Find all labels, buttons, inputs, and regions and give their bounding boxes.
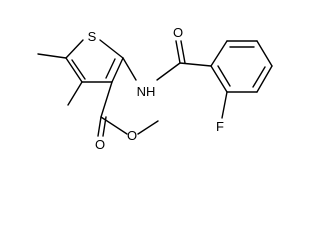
structure-canvas: S O NH O O F [37, 25, 273, 152]
methyl-bond-c4 [67, 81, 83, 106]
bond-c3-ester-carbon [100, 81, 113, 118]
bond-ar6-fluorine [221, 91, 228, 119]
methyl-ester [97, 81, 159, 137]
amide-linker [122, 40, 212, 81]
bond-c5-c4 [65, 57, 83, 83]
bond-amide-co-double-b [180, 40, 186, 64]
bond-c3-c2-double [105, 58, 116, 79]
bond-o-methyl [137, 120, 159, 135]
bond-c2-n [122, 57, 137, 81]
ester-carbonyl-oxygen-label: O [95, 137, 105, 152]
sulfur-label: S [88, 29, 97, 44]
bond-ar1-ar2 [210, 40, 228, 67]
bond-s-c5 [65, 39, 84, 59]
ester-ether-oxygen-label: O [127, 128, 137, 143]
molecule-drawing: S O NH O O F [37, 25, 273, 152]
thiophene-ring [65, 39, 124, 83]
bond-ester-c-o [100, 116, 128, 135]
bond-ar4-ar5 [256, 65, 273, 93]
bond-n-carbonyl [156, 62, 181, 81]
methyl-bond-c5 [37, 53, 67, 59]
benzene-ring [210, 40, 273, 93]
fluorine-label: F [216, 119, 224, 134]
bond-ar3-ar4 [256, 40, 273, 67]
bond-c5-c4-double [71, 59, 86, 80]
bond-carbonyl-aryl [179, 62, 212, 67]
bond-amide-co-double-a [175, 40, 181, 64]
amide-nh-label: NH [137, 84, 156, 99]
bond-ar6-ar1 [210, 65, 228, 93]
bond-ar4-ar5-inner [252, 66, 266, 88]
bond-ester-co-double-a [97, 116, 102, 137]
bond-ar6-ar1-inner [217, 65, 231, 87]
bond-c2-s [99, 39, 124, 59]
bond-c3-c2 [111, 57, 124, 83]
amide-oxygen-label: O [173, 25, 183, 40]
